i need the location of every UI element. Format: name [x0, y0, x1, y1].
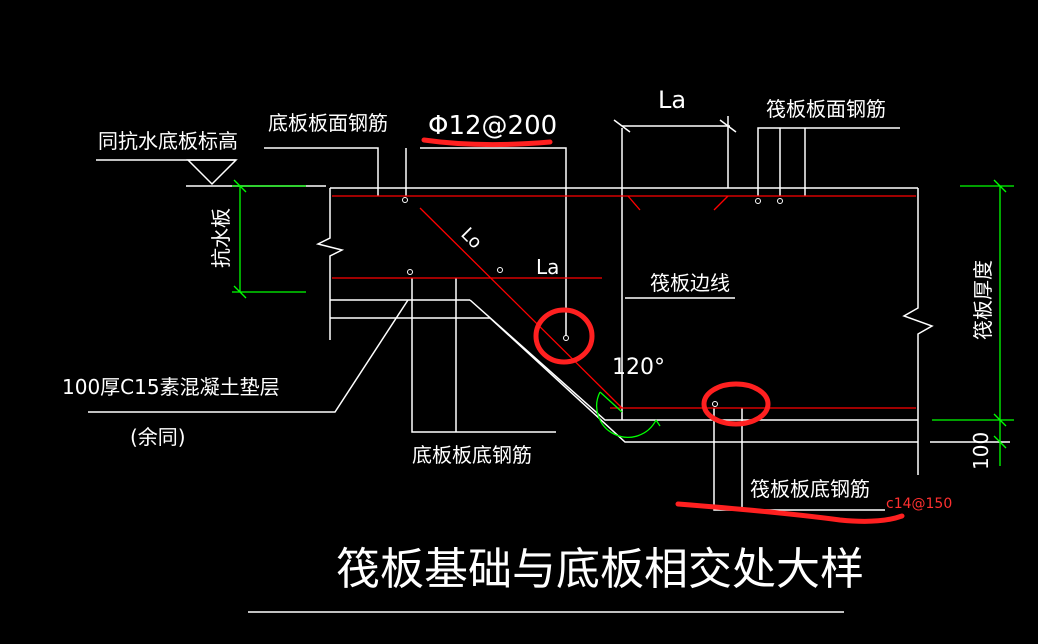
circle-mark-2	[701, 381, 771, 427]
drawing-title: 筏板基础与底板相交处大样	[336, 544, 864, 595]
dimension-lines	[232, 179, 1014, 466]
label-raft-top-rebar: 筏板板面钢筋	[766, 97, 886, 121]
rebars	[332, 195, 916, 409]
circle-mark-1	[533, 307, 595, 365]
concrete-outline	[88, 116, 1010, 613]
rebar-dots	[402, 197, 783, 407]
label-la-mid: La	[536, 255, 559, 279]
label-rebar-spec: Φ12@200	[428, 111, 557, 141]
label-cushion-same: (余同)	[130, 425, 186, 449]
label-angle: 120°	[612, 355, 665, 380]
label-anti-water-elev: 同抗水底板标高	[98, 129, 238, 153]
label-dim-100: 100	[969, 432, 993, 470]
label-raft-edge: 筏板边线	[650, 271, 730, 295]
label-slab-top-rebar: 底板板面钢筋	[268, 111, 388, 135]
label-cushion: 100厚C15素混凝土垫层	[62, 375, 280, 399]
label-anti-water-slab: 抗水板	[209, 208, 233, 268]
label-c14: c14@150	[886, 496, 952, 512]
label-slab-bottom-rebar: 底板板底钢筋	[412, 443, 532, 467]
red-markup	[421, 137, 905, 524]
underline-raft-bottom	[675, 501, 905, 524]
label-raft-bottom-rebar: 筏板板底钢筋	[750, 477, 870, 501]
underline-rebar-spec	[421, 137, 553, 148]
label-la-top: La	[658, 86, 686, 114]
label-raft-thickness: 筏板厚度	[971, 260, 995, 340]
